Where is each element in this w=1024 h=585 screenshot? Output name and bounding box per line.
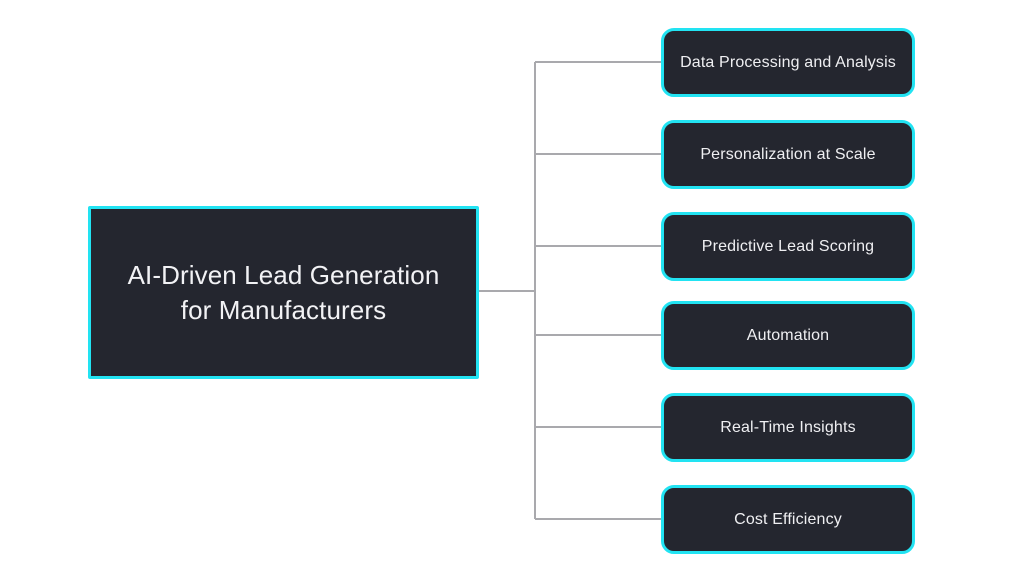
leaf-node-automation[interactable]: Automation [661,301,915,370]
leaf-node-label: Personalization at Scale [700,145,876,163]
leaf-node-real-time-insights[interactable]: Real-Time Insights [661,393,915,462]
leaf-node-label: Automation [746,326,830,344]
leaf-node-data-processing-and-analysis[interactable]: Data Processing and Analysis [661,28,915,97]
leaf-node-label: Real-Time Insights [720,418,856,436]
leaf-node-label: Predictive Lead Scoring [701,237,875,255]
leaf-node-label: Cost Efficiency [734,510,842,528]
leaf-node-label: Data Processing and Analysis [680,53,896,71]
root-node-label: AI-Driven Lead Generation for Manufactur… [127,259,440,325]
leaf-node-cost-efficiency[interactable]: Cost Efficiency [661,485,915,554]
leaf-node-personalization-at-scale[interactable]: Personalization at Scale [661,120,915,189]
leaf-node-predictive-lead-scoring[interactable]: Predictive Lead Scoring [661,212,915,281]
root-node[interactable]: AI-Driven Lead Generation for Manufactur… [88,206,479,379]
